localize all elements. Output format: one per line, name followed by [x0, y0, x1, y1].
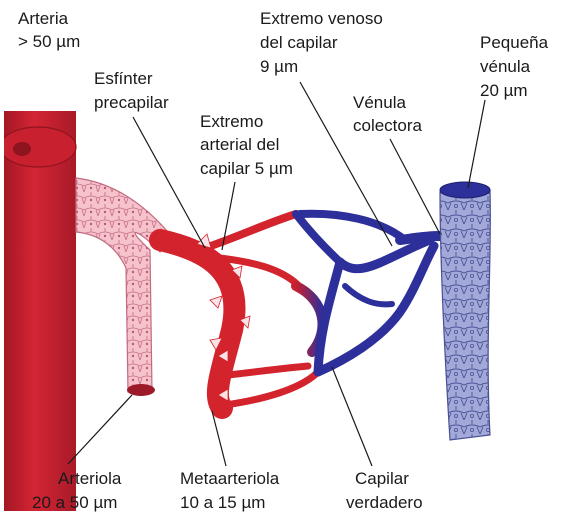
- leader-venula-colectora: [390, 139, 440, 234]
- label-venula-colectora: Vénula colectora: [353, 93, 423, 135]
- arteriole: [76, 178, 168, 396]
- label-capilar-verdadero: Capilar verdadero: [346, 469, 423, 512]
- leader-arteriola: [68, 395, 132, 464]
- leader-capilar-verdadero: [332, 367, 372, 466]
- label-arteria: Arteria > 50 µm: [18, 9, 80, 51]
- artery: [0, 111, 76, 511]
- label-extremo-venoso: Extremo venoso del capilar 9 µm: [260, 9, 388, 76]
- label-esfinter-precapilar: Esfínter precapilar: [94, 69, 169, 112]
- leader-metaarteriola: [212, 411, 226, 466]
- label-pequena-venula: Pequeña vénula 20 µm: [480, 33, 553, 100]
- label-metaarteriola: Metaarteriola 10 a 15 µm: [180, 469, 284, 512]
- leader-pequena-venula: [468, 100, 485, 188]
- small-venule: [440, 182, 490, 440]
- label-extremo-arterial: Extremo arterial del capilar 5 µm: [200, 112, 293, 178]
